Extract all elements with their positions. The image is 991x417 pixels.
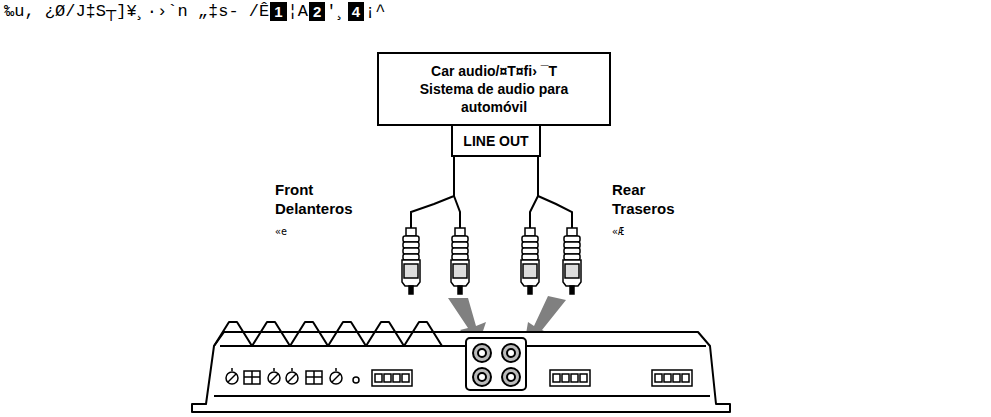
control-knob [286, 372, 298, 384]
rca-jack [473, 344, 491, 362]
heat-fin [366, 322, 404, 346]
amplifier-housing [192, 332, 730, 412]
control-knob [226, 372, 238, 384]
rca-plug [451, 228, 469, 294]
switch [244, 371, 260, 384]
callout-number: 2 [309, 2, 325, 21]
housing-edge [214, 395, 710, 397]
heat-fin [252, 322, 290, 346]
wire [411, 156, 454, 228]
control-knob [330, 372, 342, 384]
channel-label: «e [275, 226, 287, 237]
jack-panel [466, 338, 526, 390]
rca-jack [502, 368, 520, 386]
instruction-text: ¡^ [365, 2, 385, 21]
terminal-block [372, 370, 412, 386]
instruction-line: ‰u, ¿Ø/J‡S┬]¥¸·›`n „‡s- /Ê1¦A2'¸4¡^ [4, 2, 386, 21]
box-text: Sistema de audio para automóvil [394, 80, 594, 116]
box-text: LINE OUT [463, 132, 528, 150]
channel-label: Front [275, 181, 313, 198]
wire [454, 196, 460, 228]
callout-number: 4 [348, 2, 364, 21]
channel-label: «Æ [612, 226, 624, 237]
rca-jack [473, 368, 491, 386]
instruction-text: ‰u, ¿Ø/J‡S┬]¥¸·›`n „‡s- /Ê [4, 2, 269, 21]
rca-plug [521, 228, 539, 294]
control-knob [268, 372, 280, 384]
heat-fin [404, 322, 442, 346]
channel-label: Traseros [612, 200, 675, 217]
housing-edge [220, 345, 706, 347]
terminal-block [550, 370, 590, 386]
instruction-text: ¦A [288, 2, 308, 21]
box-text: Car audio/¤T¤fi› ¯T [431, 62, 557, 80]
wire [530, 156, 538, 228]
output-box: LINE OUT [451, 124, 540, 157]
rca-jack [502, 344, 520, 362]
terminal-block [652, 370, 692, 386]
source-box: Car audio/¤T¤fi› ¯TSistema de audio para… [377, 52, 611, 126]
heat-fin [290, 322, 328, 346]
instruction-text: '¸ [326, 2, 346, 21]
rca-plug [563, 228, 581, 294]
callout-number: 1 [270, 2, 286, 21]
switch [306, 371, 322, 384]
wire [538, 196, 572, 228]
indicator-led [353, 377, 359, 383]
channel-label: Delanteros [275, 200, 353, 217]
heat-fin [328, 322, 366, 346]
heat-fin [214, 322, 252, 346]
rca-plug [402, 228, 420, 294]
channel-label: Rear [612, 181, 645, 198]
